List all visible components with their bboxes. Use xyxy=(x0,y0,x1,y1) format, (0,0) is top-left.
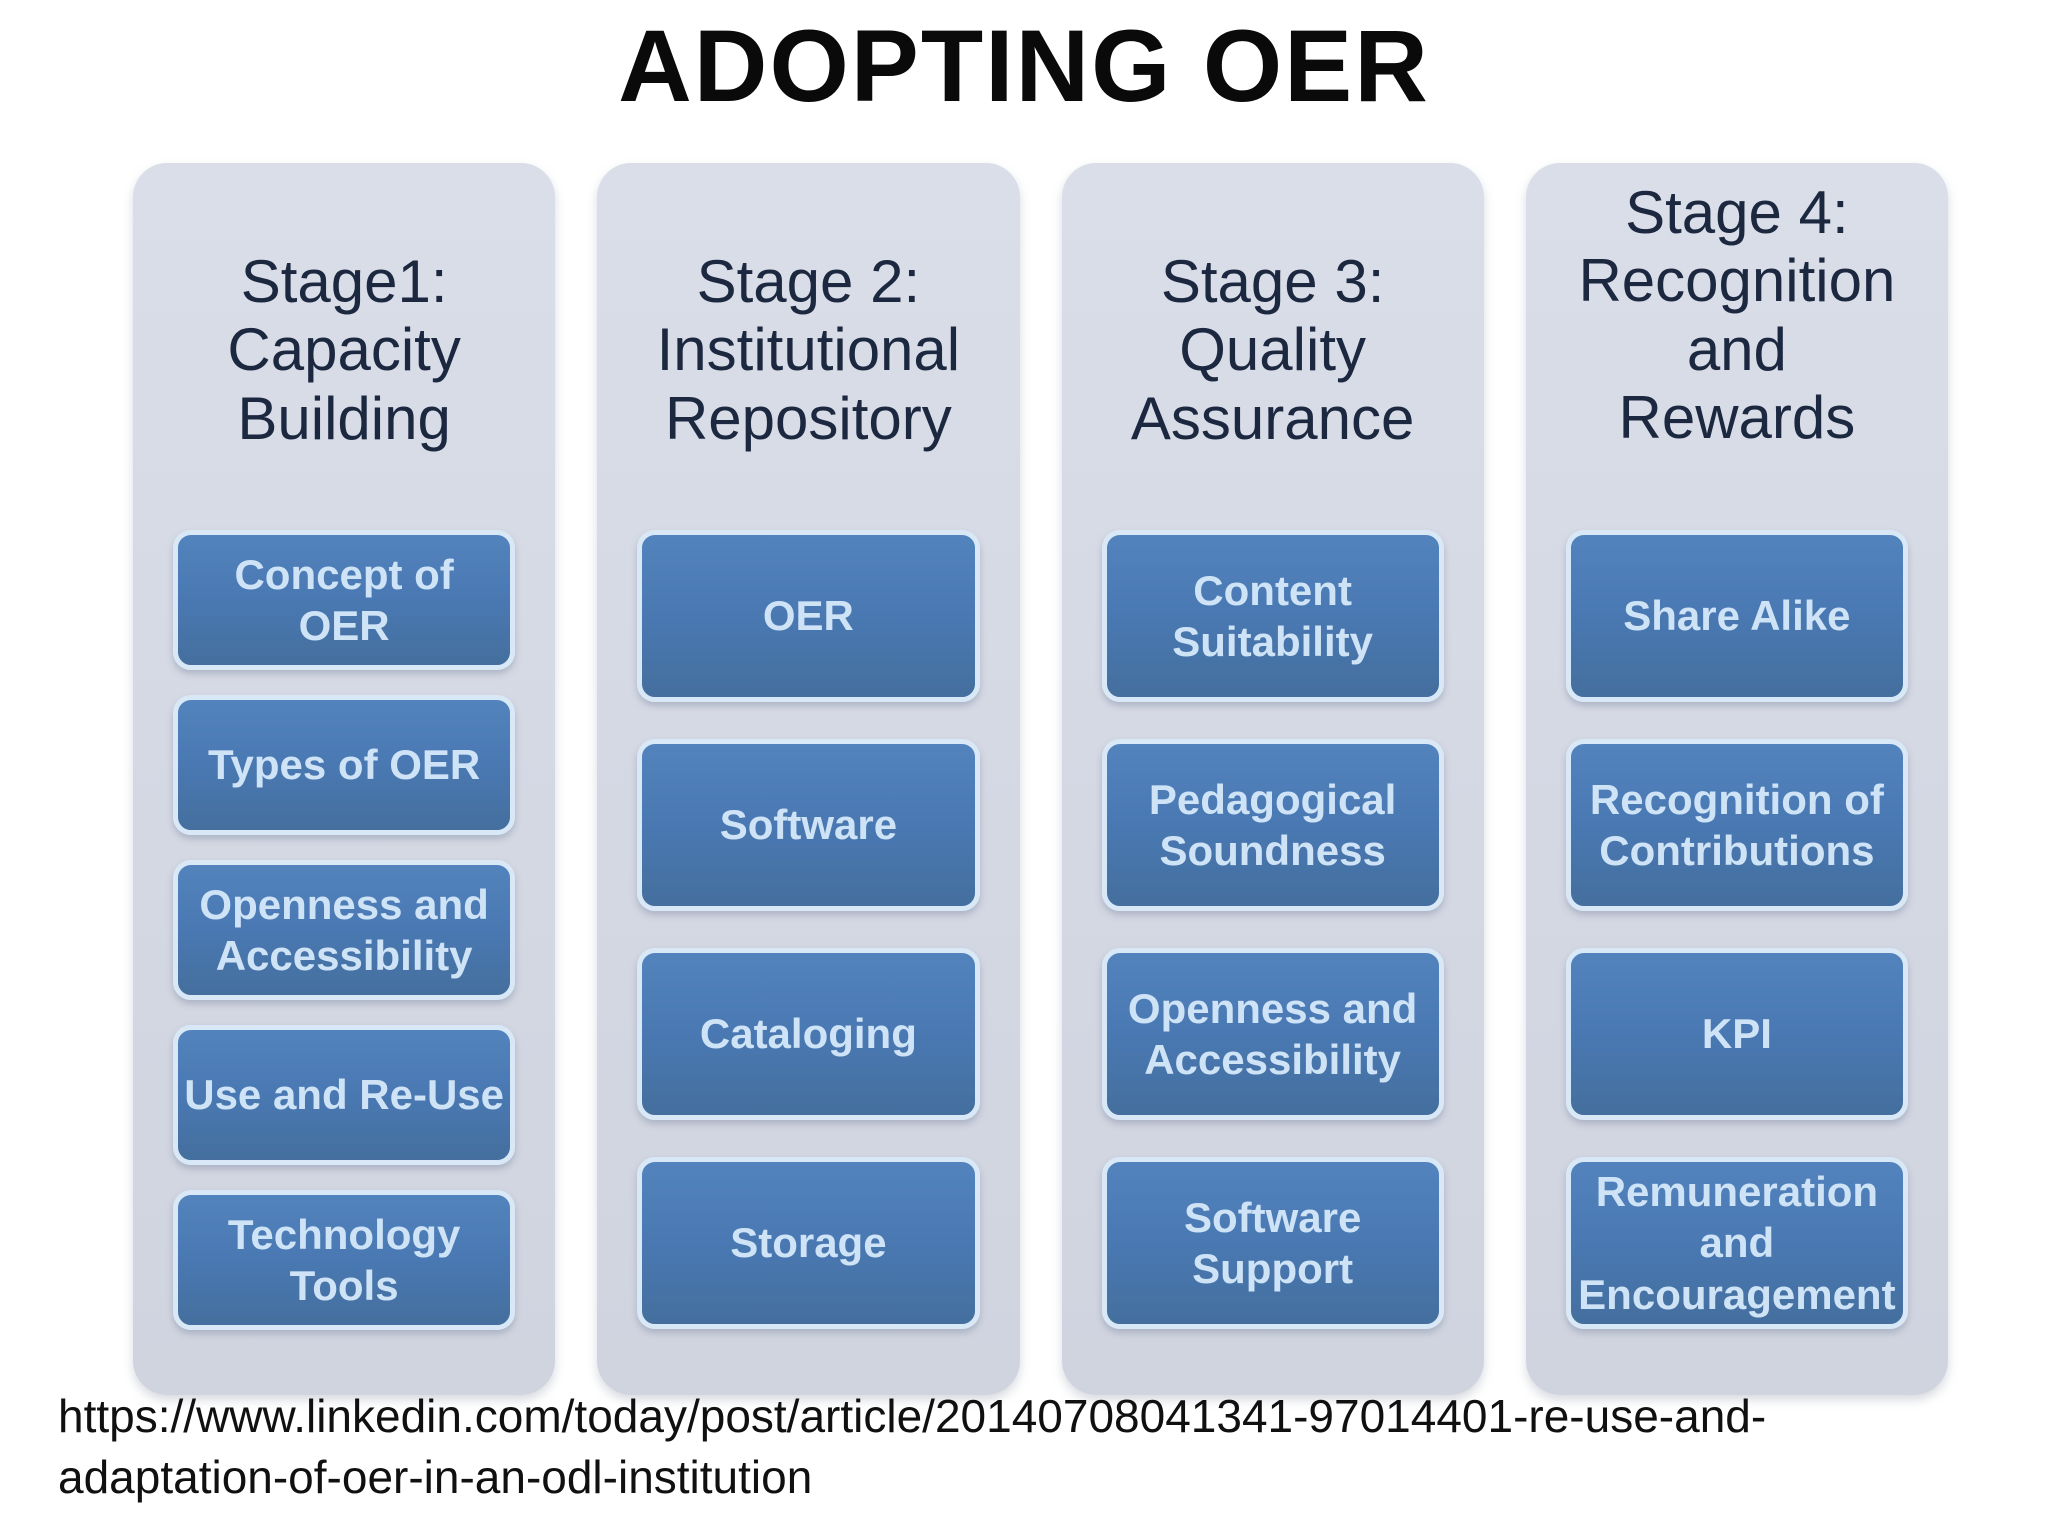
topic-box-label: Pedagogical Soundness xyxy=(1148,775,1397,874)
topic-box: Share Alike xyxy=(1565,530,1908,702)
topic-box-label: Share Alike xyxy=(1623,592,1851,640)
topic-box-label: Software xyxy=(719,801,898,849)
topic-box-label: Use and Re-Use xyxy=(184,1071,505,1119)
stage-2-boxes: OER Software Cataloging Storage xyxy=(597,530,1019,1329)
topic-box: Pedagogical Soundness xyxy=(1101,739,1444,911)
topic-box: Content Suitability xyxy=(1101,530,1444,702)
topic-box-label: Concept of OER xyxy=(234,550,454,649)
topic-box: Software Support xyxy=(1101,1157,1444,1329)
topic-box: Recognition of Contributions xyxy=(1565,739,1908,911)
topic-box-label: Content Suitability xyxy=(1172,566,1373,665)
topic-box-label: Cataloging xyxy=(699,1010,917,1058)
topic-box: Use and Re-Use xyxy=(173,1025,516,1165)
stage-2-title: Stage 2: Institutional Repository xyxy=(656,248,961,452)
topic-box-label: Software Support xyxy=(1183,1193,1362,1292)
stage-3-title: Stage 3: Quality Assurance xyxy=(1130,248,1415,452)
topic-box-label: KPI xyxy=(1701,1010,1772,1058)
topic-box: Cataloging xyxy=(637,948,980,1120)
stages-row: Stage1: Capacity Building Concept of OER… xyxy=(133,163,1948,1395)
topic-box-label: Types of OER xyxy=(207,741,481,789)
topic-box-label: OER xyxy=(762,592,854,640)
topic-box-label: Remuneration and Encouragement xyxy=(1578,1168,1896,1318)
topic-box-label: Openness and Accessibility xyxy=(199,880,489,979)
topic-box: Remuneration and Encouragement xyxy=(1565,1157,1908,1329)
topic-box: Types of OER xyxy=(173,695,516,835)
stage-4-column: Stage 4: Recognition and Rewards Share A… xyxy=(1525,163,1948,1395)
stage-4-boxes: Share Alike Recognition of Contributions… xyxy=(1526,530,1948,1329)
source-url: https://www.linkedin.com/today/post/arti… xyxy=(58,1390,1767,1503)
stage-1-title: Stage1: Capacity Building xyxy=(227,248,461,452)
topic-box-label: Recognition of Contributions xyxy=(1589,775,1884,874)
topic-box: Software xyxy=(637,739,980,911)
stage-1-boxes: Concept of OER Types of OER Openness and… xyxy=(133,530,555,1330)
stage-1-column: Stage1: Capacity Building Concept of OER… xyxy=(133,163,556,1395)
topic-box-label: Storage xyxy=(730,1219,887,1267)
topic-box: Openness and Accessibility xyxy=(173,860,516,1000)
topic-box-label: Openness and Accessibility xyxy=(1127,984,1418,1083)
topic-box: Technology Tools xyxy=(173,1190,516,1330)
topic-box-label: Technology Tools xyxy=(227,1210,461,1309)
stage-4-title: Stage 4: Recognition and Rewards xyxy=(1578,179,1896,452)
stage-3-boxes: Content Suitability Pedagogical Soundnes… xyxy=(1062,530,1484,1329)
stage-2-column: Stage 2: Institutional Repository OER So… xyxy=(597,163,1020,1395)
stage-3-column: Stage 3: Quality Assurance Content Suita… xyxy=(1061,163,1484,1395)
topic-box: Storage xyxy=(637,1157,980,1329)
topic-box: KPI xyxy=(1565,948,1908,1120)
topic-box: Concept of OER xyxy=(173,530,516,670)
topic-box: Openness and Accessibility xyxy=(1101,948,1444,1120)
page-title: ADOPTING OER xyxy=(618,9,1430,123)
topic-box: OER xyxy=(637,530,980,702)
